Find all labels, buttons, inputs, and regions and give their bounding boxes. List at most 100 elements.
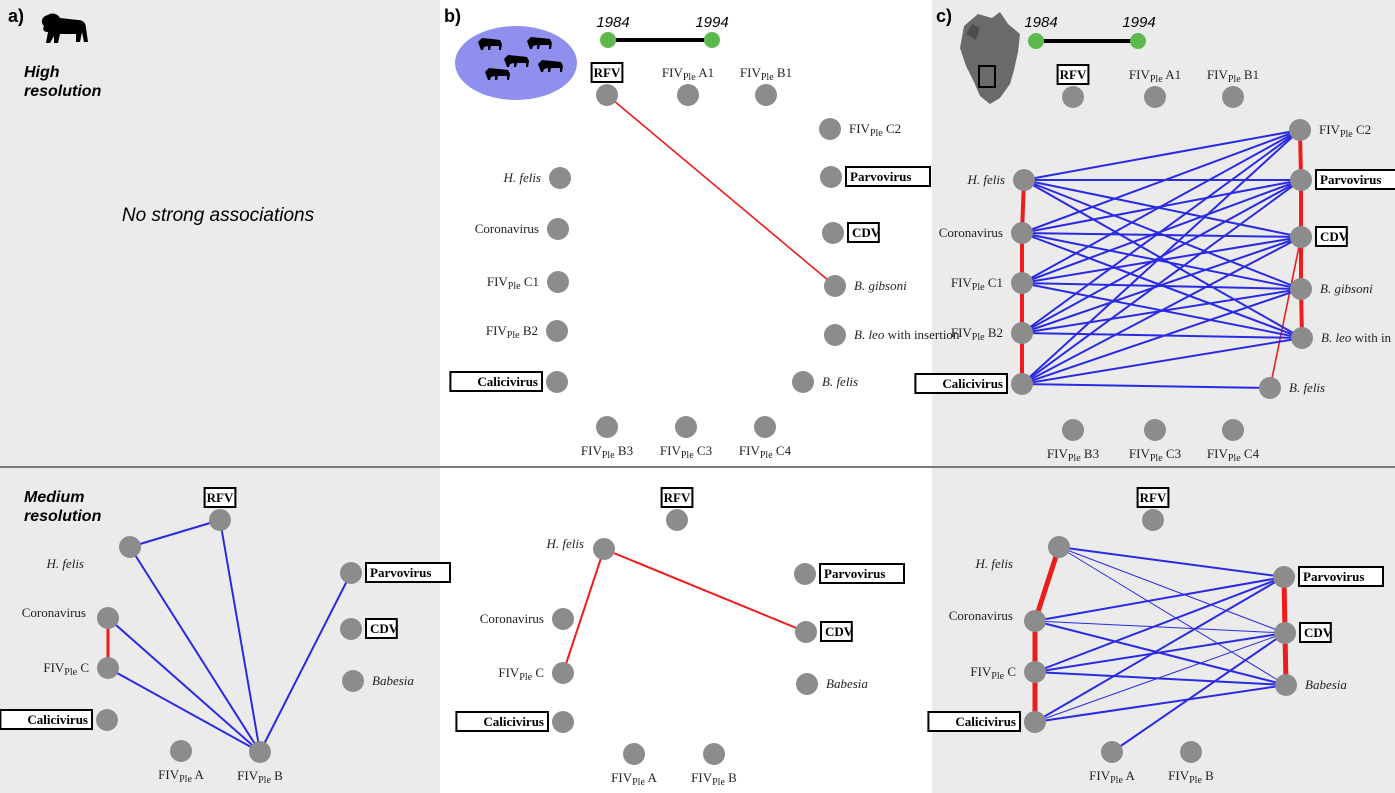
positive-edge-hfel-bab xyxy=(1058,546,1287,686)
negative-edge-rfv-bgib xyxy=(606,94,836,287)
node-fc xyxy=(97,657,119,679)
node-label-box-rfv xyxy=(660,487,694,508)
node-label-bab: Babesia xyxy=(372,673,414,688)
node-bleo xyxy=(1291,327,1313,349)
node-label-bgib: B. gibsoni xyxy=(1320,281,1373,296)
panel-b xyxy=(440,0,932,793)
node-c3 xyxy=(1144,419,1166,441)
node-cali xyxy=(1011,373,1033,395)
node-corona xyxy=(97,607,119,629)
node-label-hfel: H. felis xyxy=(974,556,1013,571)
node-corona xyxy=(547,218,569,240)
node-fa xyxy=(1101,741,1123,763)
node-label-box-cali xyxy=(0,709,93,730)
node-label-b2: FIVPle B2 xyxy=(951,325,1003,343)
node-label-fb: FIVPle B xyxy=(1168,768,1214,786)
node-label-b1: FIVPle B1 xyxy=(740,65,792,83)
positive-edge-corona-c2 xyxy=(1021,129,1301,234)
node-label-rfv: RFV xyxy=(1140,490,1167,505)
timeline-b-end-year: 1994 xyxy=(695,14,728,31)
node-rfv xyxy=(1062,86,1084,108)
node-cdv xyxy=(1290,226,1312,248)
node-label-cdv: CDV xyxy=(1304,625,1333,640)
node-c4 xyxy=(754,416,776,438)
node-label-box-parvo xyxy=(365,562,451,583)
node-c2 xyxy=(1289,119,1311,141)
node-label-hfel: H. felis xyxy=(502,170,541,185)
node-bfel xyxy=(792,371,814,393)
node-label-hfel: H. felis xyxy=(45,556,84,571)
node-label-b2: FIVPle B2 xyxy=(486,323,538,341)
node-b2 xyxy=(546,320,568,342)
negative-edge-hfel-cdv xyxy=(603,548,807,633)
node-label-box-cdv xyxy=(1299,622,1332,643)
positive-edge-corona-fb xyxy=(107,617,261,753)
node-hfel xyxy=(593,538,615,560)
node-c1 xyxy=(1011,272,1033,294)
node-label-c3: FIVPle C3 xyxy=(1129,446,1181,464)
node-b1 xyxy=(755,84,777,106)
positive-edge-hfel-rfv xyxy=(129,519,221,548)
node-label-a1: FIVPle A1 xyxy=(662,65,714,83)
node-label-fb: FIVPle B xyxy=(691,770,737,788)
node-fa xyxy=(170,740,192,762)
timeline-b-start-dot xyxy=(600,32,616,48)
node-label-cali: Calicivirus xyxy=(942,376,1003,391)
positive-edge-cali-parvo xyxy=(1034,576,1285,723)
node-label-box-parvo xyxy=(1315,169,1395,190)
node-label-parvo: Parvovirus xyxy=(370,565,431,580)
timeline-c-end-year: 1994 xyxy=(1122,14,1155,31)
medium-resolution-label-line2: resolution xyxy=(24,508,102,525)
node-label-fc: FIVPle C xyxy=(498,665,544,683)
positive-edge-corona-parvo xyxy=(1034,576,1285,622)
positive-edge-cali-bleo xyxy=(1021,337,1303,385)
node-label-bleo: B. leo with in xyxy=(1321,330,1392,345)
medium-resolution-label-line1: Medium xyxy=(24,489,84,506)
node-label-fa: FIVPle A xyxy=(158,767,204,785)
node-label-box-rfv xyxy=(1136,487,1170,508)
node-bgib xyxy=(824,275,846,297)
node-cdv xyxy=(795,621,817,643)
node-bab xyxy=(1275,674,1297,696)
positive-edge-c1-c2 xyxy=(1021,129,1301,284)
node-c3 xyxy=(675,416,697,438)
node-label-corona: Coronavirus xyxy=(480,611,544,626)
node-label-c2: FIVPle C2 xyxy=(1319,122,1371,140)
positive-edge-cali-bab xyxy=(1034,684,1287,723)
panel-c xyxy=(932,0,1395,793)
node-fb xyxy=(249,741,271,763)
node-label-fb: FIVPle B xyxy=(237,768,283,786)
node-label-parvo: Parvovirus xyxy=(1320,172,1381,187)
node-label-c4: FIVPle C4 xyxy=(739,443,792,461)
node-b1 xyxy=(1222,86,1244,108)
node-label-box-cdv xyxy=(1315,226,1348,247)
node-label-box-cdv xyxy=(820,621,853,642)
node-cdv xyxy=(1274,622,1296,644)
node-rfv xyxy=(209,509,231,531)
node-b3 xyxy=(1062,419,1084,441)
node-bab xyxy=(796,673,818,695)
node-label-fc: FIVPle C xyxy=(43,660,89,678)
node-hfel xyxy=(1013,169,1035,191)
positive-edge-hfel-cdv xyxy=(1023,179,1302,238)
timeline-b-end-dot xyxy=(704,32,720,48)
node-label-cali: Calicivirus xyxy=(27,712,88,727)
node-cali xyxy=(96,709,118,731)
node-hfel xyxy=(549,167,571,189)
node-label-parvo: Parvovirus xyxy=(1303,569,1364,584)
node-label-fc: FIVPle C xyxy=(970,664,1016,682)
node-label-c4: FIVPle C4 xyxy=(1207,446,1260,464)
positive-edge-cali-bfel xyxy=(1021,383,1271,389)
study-area-map-icon xyxy=(960,12,1020,104)
node-label-b1: FIVPle B1 xyxy=(1207,67,1259,85)
node-bgib xyxy=(1290,278,1312,300)
node-label-box-cali xyxy=(455,711,549,732)
node-label-bab: Babesia xyxy=(826,676,868,691)
node-label-rfv: RFV xyxy=(664,490,691,505)
node-rfv xyxy=(666,509,688,531)
node-rfv xyxy=(1142,509,1164,531)
node-c2 xyxy=(819,118,841,140)
